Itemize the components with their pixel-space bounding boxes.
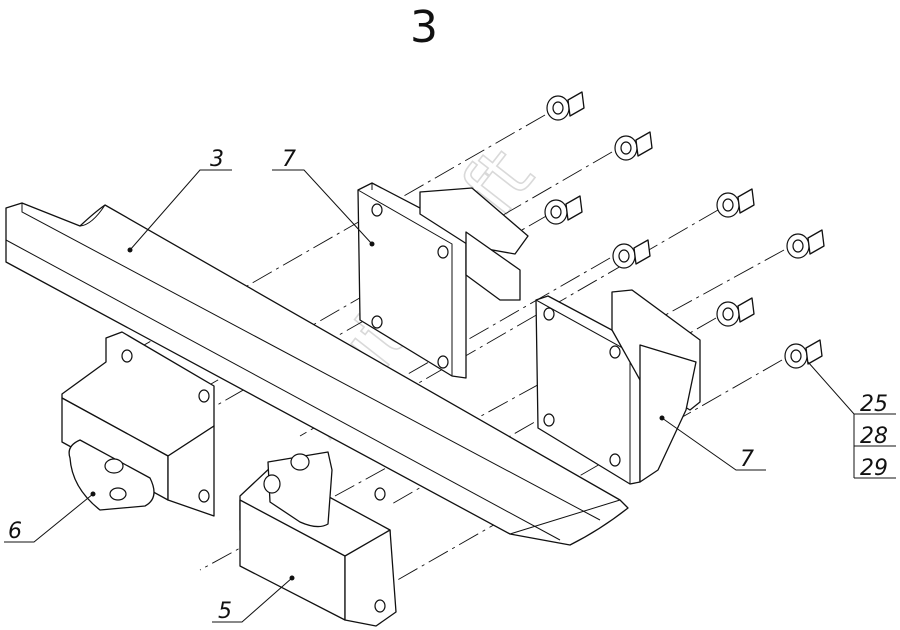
bolt-set-5 <box>612 239 651 269</box>
callout-label-29: 29 <box>860 456 888 481</box>
bolt-set-2 <box>614 131 653 161</box>
callout-25-28-29: 25 28 29 <box>807 361 896 481</box>
bolt-set-7 <box>716 297 755 327</box>
bracket-part-5 <box>239 451 397 627</box>
callout-7-right: 7 <box>661 417 766 472</box>
bolt-set-1 <box>546 91 585 121</box>
callout-label-6: 6 <box>8 519 22 544</box>
callout-6: 6 <box>4 493 94 544</box>
callout-label-3: 3 <box>210 147 224 172</box>
bolt-set-8 <box>784 339 823 369</box>
main-beam-part-3 <box>5 202 629 546</box>
callout-7-top: 7 <box>272 147 373 245</box>
callout-label-7-top: 7 <box>282 147 296 172</box>
callout-label-5: 5 <box>218 599 232 624</box>
bracket-part-6 <box>61 331 215 517</box>
callout-label-7-right: 7 <box>740 447 754 472</box>
page-title: 3 <box>410 2 438 53</box>
callout-label-28: 28 <box>860 424 888 449</box>
fasteners-parts-25-28-29 <box>544 91 825 369</box>
mounting-plate-part-7-top <box>357 182 529 379</box>
bolt-set-6 <box>786 229 825 259</box>
callout-3: 3 <box>129 147 232 251</box>
callout-label-25: 25 <box>860 392 888 417</box>
bolt-set-4 <box>716 188 755 218</box>
bolt-set-3 <box>544 195 583 225</box>
callout-5: 5 <box>212 577 293 624</box>
mounting-plate-part-7-right <box>535 289 701 485</box>
